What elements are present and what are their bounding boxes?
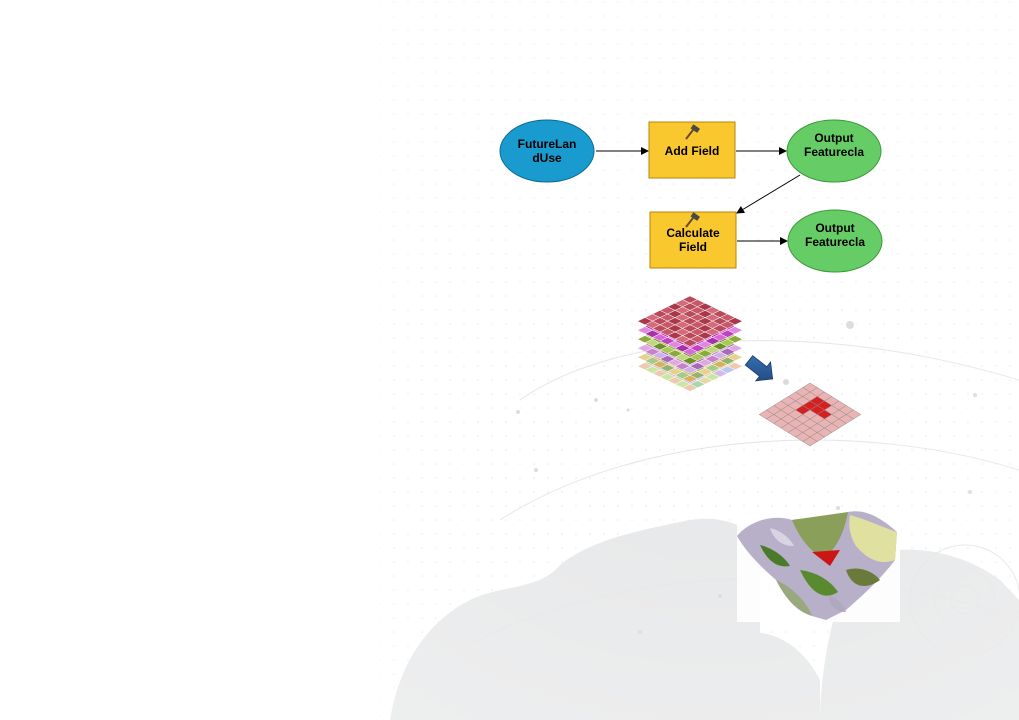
node-add-field[interactable]: Add Field (648, 121, 736, 179)
raster-process-arrow-icon (744, 355, 774, 382)
node-add-field-label: Add Field (665, 144, 720, 158)
grid-cell (681, 374, 699, 383)
node-futurelanduse-label-line1: FutureLan (518, 137, 577, 151)
result-raster-grid-graphic (758, 382, 862, 447)
hammer-icon (685, 124, 700, 140)
grid-cell (802, 436, 818, 447)
node-futurelanduse-label-line2: dUse (532, 151, 562, 165)
node-output-featureclass-2[interactable]: Output Featurecla (787, 209, 883, 273)
node-output-featureclass-1[interactable]: Output Featurecla (786, 119, 882, 183)
connector-output1-to-calculate (736, 174, 801, 214)
connectors (596, 147, 801, 245)
node-output1-label-line2: Featurecla (804, 145, 864, 159)
hammer-icon (685, 212, 700, 228)
node-futurelanduse[interactable]: FutureLan dUse (499, 119, 595, 183)
node-output1-label-line1: Output (814, 131, 853, 145)
raster-layer-stack-graphic (636, 295, 744, 392)
node-output2-label-line1: Output (815, 221, 854, 235)
node-calculate-field[interactable]: Calculate Field (649, 211, 737, 269)
grid-cell (681, 383, 699, 392)
grid-cell (681, 338, 699, 347)
node-output2-label-line2: Featurecla (805, 235, 865, 249)
node-calculate-field-label-line1: Calculate (666, 226, 720, 240)
grid-cell (681, 365, 699, 374)
node-calculate-field-label-line2: Field (679, 240, 707, 254)
grid-cell (681, 356, 699, 365)
grid-cell (681, 347, 699, 356)
terrain-3d-graphic (737, 511, 900, 622)
